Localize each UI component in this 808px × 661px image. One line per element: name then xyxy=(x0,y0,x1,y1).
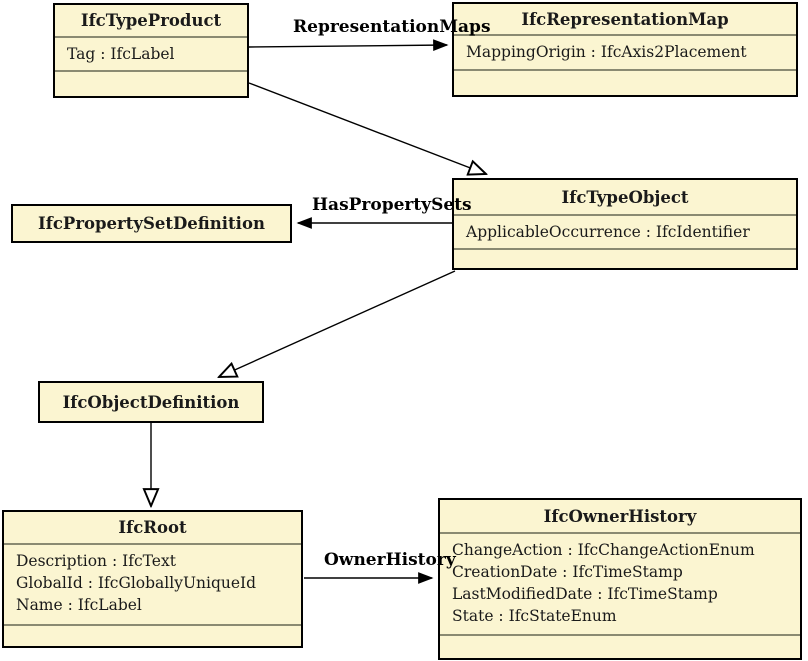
class-attributes: ChangeAction : IfcChangeActionEnum Creat… xyxy=(440,532,800,634)
edge-label-ownerhistory: OwnerHistory xyxy=(324,550,456,570)
class-title: IfcRoot xyxy=(118,518,187,537)
class-operations-compartment xyxy=(55,70,247,96)
class-box-ifcrepresentationmap: IfcRepresentationMap MappingOrigin : Ifc… xyxy=(452,2,798,97)
attribute-line: State : IfcStateEnum xyxy=(452,607,617,625)
class-operations-compartment xyxy=(454,248,796,268)
class-title: IfcOwnerHistory xyxy=(543,506,697,526)
attribute-line: ApplicableOccurrence : IfcIdentifier xyxy=(466,223,750,241)
class-attributes: Description : IfcText GlobalId : IfcGlob… xyxy=(4,543,301,624)
class-title: IfcRepresentationMap xyxy=(521,9,729,29)
class-title: IfcObjectDefinition xyxy=(62,392,240,412)
class-box-ifcownerhistory: IfcOwnerHistory ChangeAction : IfcChange… xyxy=(438,498,802,660)
attribute-line: CreationDate : IfcTimeStamp xyxy=(452,563,683,581)
attribute-line: Tag : IfcLabel xyxy=(67,45,175,63)
class-operations-compartment xyxy=(454,69,796,95)
class-box-ifctypeobject: IfcTypeObject ApplicableOccurrence : Ifc… xyxy=(452,178,798,270)
class-title: IfcPropertySetDefinition xyxy=(38,214,265,233)
attribute-line: LastModifiedDate : IfcTimeStamp xyxy=(452,585,718,603)
class-operations-compartment xyxy=(440,634,800,658)
attribute-line: ChangeAction : IfcChangeActionEnum xyxy=(452,541,755,559)
attribute-line: Name : IfcLabel xyxy=(16,596,142,614)
class-operations-compartment xyxy=(4,624,301,646)
edge-label-haspropertysets: HasPropertySets xyxy=(312,195,472,215)
class-title: IfcTypeObject xyxy=(561,187,689,207)
edge-representationmaps xyxy=(248,39,449,51)
class-title: IfcTypeProduct xyxy=(80,11,222,30)
attribute-line: MappingOrigin : IfcAxis2Placement xyxy=(466,43,747,61)
class-attributes: ApplicableOccurrence : IfcIdentifier xyxy=(454,214,796,248)
class-box-ifctypeproduct: IfcTypeProduct Tag : IfcLabel xyxy=(53,3,249,98)
class-attributes: MappingOrigin : IfcAxis2Placement xyxy=(454,34,796,69)
class-box-ifcroot: IfcRoot Description : IfcText GlobalId :… xyxy=(2,510,303,648)
class-box-ifcpropertysetdefinition: IfcPropertySetDefinition xyxy=(11,204,292,243)
edge-label-representationmaps: RepresentationMaps xyxy=(293,17,491,37)
edge-inheritance-typeproduct-typeobject xyxy=(248,82,486,174)
class-attributes: Tag : IfcLabel xyxy=(55,36,247,70)
edge-inheritance-typeobject-objectdefinition xyxy=(219,270,456,377)
attribute-line: GlobalId : IfcGloballyUniqueId xyxy=(16,574,257,592)
attribute-line: Description : IfcText xyxy=(16,552,176,570)
class-box-ifcobjectdefinition: IfcObjectDefinition xyxy=(38,381,264,423)
